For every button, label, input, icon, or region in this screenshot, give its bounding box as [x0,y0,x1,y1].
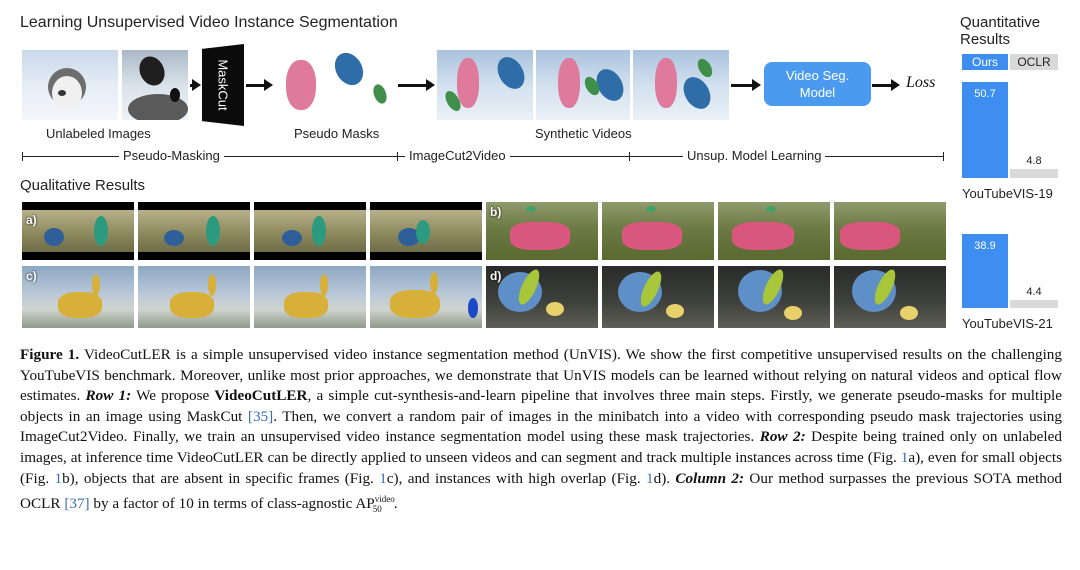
stage-unsup-learning: Unsup. Model Learning [683,148,826,163]
caption-text: d). [653,469,676,487]
caption-text: VideoCutLER is a simple unsupervised vid… [20,346,1062,405]
qual-b-frame-4 [834,202,946,260]
qual-c-frame-2 [138,266,250,328]
arrow-head [426,79,435,91]
caption-text: We propose [131,387,215,405]
qual-c-frame-4 [370,266,482,328]
caption-text: b), objects that are absent in specific … [62,469,380,487]
qual-a-frame-4 [370,202,482,260]
stage-pseudo-masking: Pseudo-Masking [119,148,224,163]
figure-link[interactable]: 1 [54,469,63,487]
row1-label: Row 1: [85,387,132,405]
qual-c-frame-1: c) [22,266,134,328]
bar-oclr-ytvis19: 4.8 [1010,155,1058,178]
arrow-head [891,79,900,91]
arrow-head [192,79,201,91]
quantitative-title: Quantitative Results [960,14,1040,48]
unlabeled-images-label: Unlabeled Images [46,126,151,141]
pipeline-title: Learning Unsupervised Video Instance Seg… [20,14,398,31]
caption-text: a), even for small objects (Fig. [20,448,1062,487]
value-oclr-ytvis19: 4.8 [1026,155,1042,167]
synthetic-frame-2 [536,50,630,120]
legend-oclr: OCLR [1010,54,1058,70]
caption-text: . [393,495,398,513]
pseudo-masks-label: Pseudo Masks [294,126,380,141]
caption-text: . Then, we convert a random pair of imag… [20,407,1062,446]
arrow-line [731,84,753,87]
timeline-tick [22,152,23,161]
timeline-tick [629,152,630,161]
figure-link[interactable]: 1 [379,469,387,487]
citation-link[interactable]: [35] [247,407,274,425]
metric-superscript: video [374,494,395,505]
maskcut-label: MaskCut [215,59,231,111]
figure-number: Figure 1. [20,346,80,363]
row2-label: Row 2: [759,428,806,446]
caption-text: , a simple cut-synthesis-and-learn pipel… [20,387,1062,425]
model-label-line1: Video Seg. [785,68,850,83]
synthetic-frame-3 [633,50,729,120]
arrow-head [264,79,273,91]
caption-text: Our method surpasses the previous SOTA m… [20,469,1063,513]
qual-d-frame-2 [602,266,714,328]
value-ours-ytvis21: 38.9 [974,240,996,252]
synthetic-frame-1 [437,50,533,120]
timeline-tick [397,152,398,161]
figure-link[interactable]: 1 [900,448,909,466]
timeline-tick [943,152,944,161]
dataset-ytvis19: YouTubeVIS-19 [962,186,1053,201]
method-name: VideoCutLER [214,387,308,405]
qual-b-frame-3 [718,202,830,260]
value-ours-ytvis19: 50.7 [974,88,996,100]
video-seg-model-box: Video Seg. Model [764,62,871,106]
metric-subscript: 50 [372,504,382,515]
quantitative-title-line2: Results [960,31,1011,48]
figure-link[interactable]: 1 [646,469,654,487]
citation-link[interactable]: [37] [64,495,90,513]
qual-d-frame-3 [718,266,830,328]
qual-b-frame-1: b) [486,202,598,260]
qual-a-frame-2 [138,202,250,260]
husky-image [22,50,118,120]
qual-label-c: c) [26,269,37,283]
qualitative-title: Qualitative Results [20,177,146,194]
column2-label: Column 2: [675,469,745,487]
value-oclr-ytvis21: 4.4 [1026,286,1042,298]
dataset-ytvis21: YouTubeVIS-21 [962,316,1053,331]
qual-a-frame-3 [254,202,366,260]
qual-label-b: b) [490,205,502,219]
arrow-line [872,84,892,87]
arrow-head [752,79,761,91]
model-label-line2: Model [799,85,836,100]
stage-imagecut2video: ImageCut2Video [405,148,510,163]
bar-ours-ytvis19: 50.7 [962,82,1008,178]
qual-b-frame-2 [602,202,714,260]
quantitative-title-line1: Quantitative [960,14,1041,31]
caption-text: by a factor of 10 in terms of class-agno… [89,495,375,513]
qual-d-frame-1: d) [486,266,598,328]
caption-text: Despite being trained only on unlabeled … [20,428,1062,466]
qual-c-frame-3 [254,266,366,328]
bar-oclr-ytvis21: 4.4 [1010,286,1058,308]
figure-caption: Figure 1. VideoCutLER is a simple unsupe… [20,345,1062,520]
qual-label-a: a) [26,213,37,227]
arrow-line [246,84,266,87]
qual-d-frame-4 [834,266,946,328]
pseudo-masks [284,47,434,122]
loss-label: Loss [906,74,936,91]
qual-a-frame-1: a) [22,202,134,260]
synthetic-videos-label: Synthetic Videos [535,126,632,141]
arrow-line [398,84,428,87]
legend-ours: Ours [962,54,1008,70]
qual-label-d: d) [490,269,502,283]
bird-image [122,50,188,120]
caption-text: c), and instances with high overlap (Fig… [386,469,647,487]
maskcut-block: MaskCut [202,44,244,126]
bar-ours-ytvis21: 38.9 [962,234,1008,308]
